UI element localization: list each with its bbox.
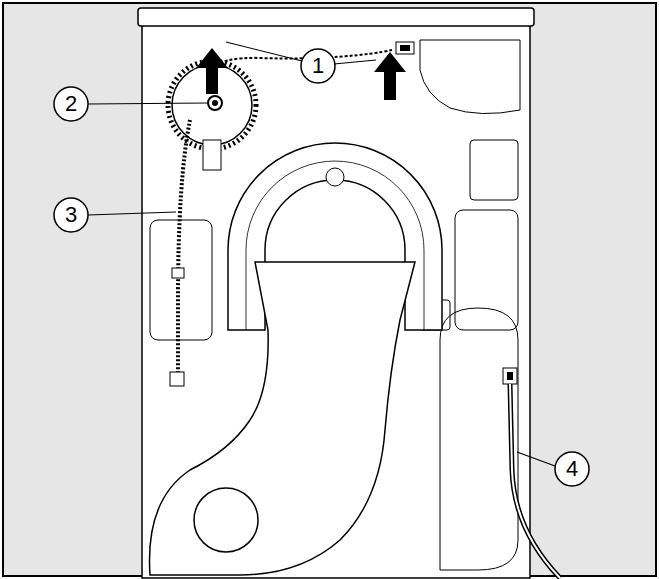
callout-number: 1 [312,55,324,77]
callout-number: 3 [65,204,77,226]
callout-number: 4 [566,458,578,480]
callout-number: 2 [65,93,77,115]
